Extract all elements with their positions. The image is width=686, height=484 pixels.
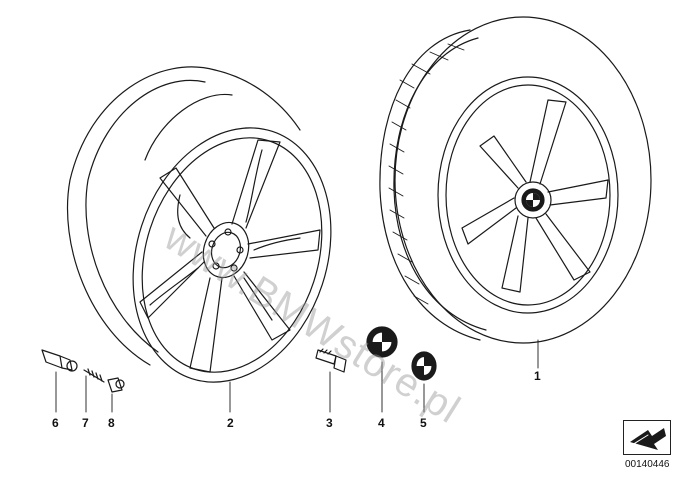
part-number-6: 6 xyxy=(52,416,59,430)
reference-box xyxy=(623,420,671,455)
document-id: 00140446 xyxy=(625,459,670,470)
emblem-badge-icon xyxy=(411,351,437,381)
hub-cap-icon xyxy=(366,326,398,358)
bmw-roundel-on-wheel-icon xyxy=(521,188,545,212)
part-number-5: 5 xyxy=(420,416,427,430)
tire-valve-icon xyxy=(41,349,78,372)
reference-arrow-icon xyxy=(630,428,666,450)
part-number-2: 2 xyxy=(227,416,234,430)
part-number-8: 8 xyxy=(108,416,115,430)
valve-cap-icon xyxy=(107,377,125,393)
part-number-3: 3 xyxy=(326,416,333,430)
part-number-7: 7 xyxy=(82,416,89,430)
wheel-bolt-icon xyxy=(315,348,347,373)
light-alloy-rim-icon xyxy=(66,66,332,383)
part-number-4: 4 xyxy=(378,416,385,430)
part-number-1: 1 xyxy=(534,369,541,383)
valve-core-icon xyxy=(83,368,105,383)
callout-lines xyxy=(55,339,539,413)
complete-wheel-with-tire-icon xyxy=(379,16,652,344)
